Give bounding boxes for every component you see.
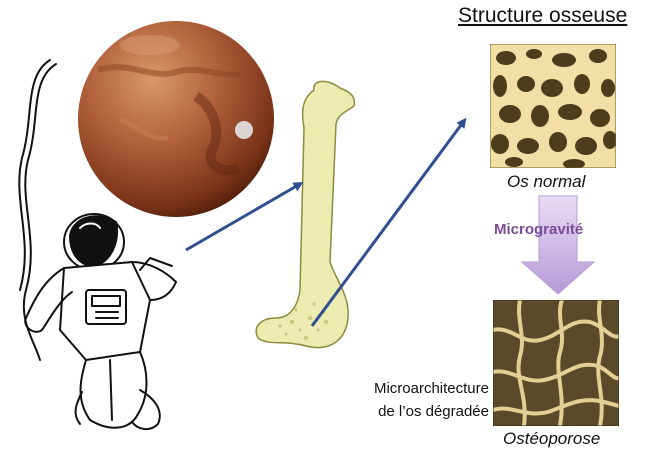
mars-planet: [78, 21, 274, 217]
osteoporosis-bone-sample: [493, 300, 619, 426]
normal-bone-caption: Os normal: [507, 172, 585, 192]
microgravity-arrow: [522, 196, 594, 294]
microgravity-label: Microgravité: [494, 221, 583, 238]
diagram-title: Structure osseuse: [458, 4, 658, 28]
osteoporosis-caption: Ostéoporose: [503, 429, 600, 449]
normal-bone-sample: [490, 44, 617, 169]
degraded-microarchitecture-caption: Microarchitecture de l’os dégradée: [329, 377, 489, 423]
degraded-caption-line-1: Microarchitecture: [329, 377, 489, 400]
degraded-caption-line-2: de l’os dégradée: [329, 400, 489, 423]
